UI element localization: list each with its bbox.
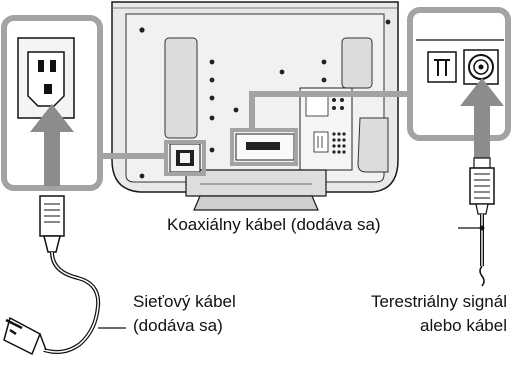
power-inlet-callout	[1, 15, 103, 191]
antenna-jack-callout	[407, 7, 511, 141]
terrestrial-label-line1: Terestriálny signál	[370, 292, 507, 311]
tv-ac-inlet	[169, 143, 201, 173]
antenna-port-highlight	[230, 128, 298, 166]
terrestrial-label-line2: alebo kábel	[420, 316, 507, 335]
callout-connectors	[100, 91, 420, 159]
tv-stand	[185, 169, 327, 211]
power-cable	[3, 195, 101, 356]
arrow-up-right	[460, 78, 504, 158]
power-cable-label-line2: (dodáva sa)	[133, 316, 223, 335]
power-cable-label-line1: Sieťový kábel	[133, 292, 236, 311]
coaxial-cable	[469, 157, 495, 287]
arrow-up-left	[30, 104, 74, 186]
coax-cable-label: Koaxiálny kábel (dodáva sa)	[167, 215, 381, 234]
ac-inlet-highlight	[164, 140, 206, 176]
